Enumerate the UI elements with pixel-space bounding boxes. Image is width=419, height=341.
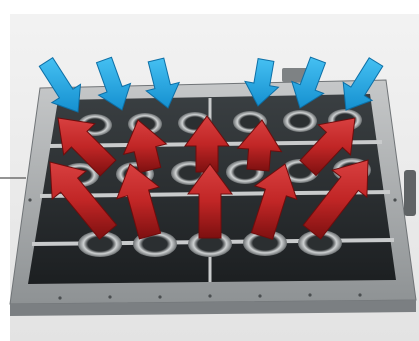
white-margin-top — [0, 0, 419, 14]
white-margin-left — [0, 0, 10, 341]
side-handle — [404, 170, 416, 216]
